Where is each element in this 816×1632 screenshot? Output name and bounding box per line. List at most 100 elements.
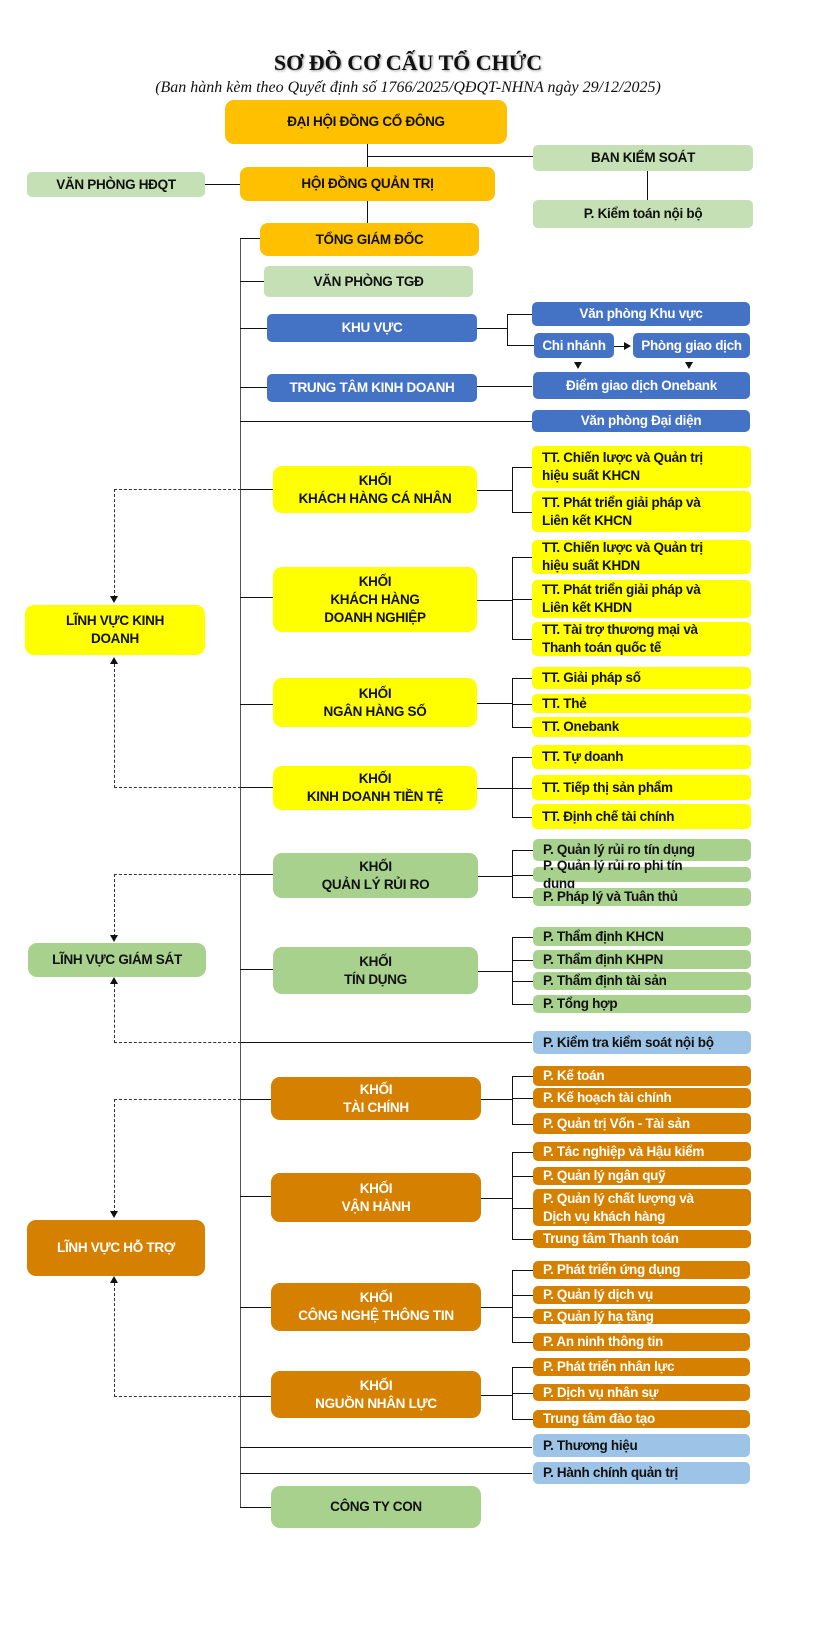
connector <box>367 156 533 158</box>
connector <box>478 970 512 972</box>
internal-control-box[interactable]: P. Kiểm tra kiểm soát nội bộ <box>533 1031 751 1054</box>
arrow-right-icon <box>624 342 631 350</box>
connector <box>507 345 534 347</box>
connector <box>512 1392 533 1394</box>
transaction-office-box[interactable]: Phòng giao dịch <box>633 333 750 358</box>
unit-box[interactable]: P. Tổng hợp <box>533 995 751 1013</box>
unit-box[interactable]: TT. Chiến lược và Quản trị hiệu suất KHC… <box>532 446 751 488</box>
unit-box[interactable]: P. Kế hoạch tài chính <box>533 1088 751 1108</box>
connector <box>512 850 533 852</box>
connector <box>240 787 273 789</box>
unit-box[interactable]: TT. Tiếp thị sản phẩm <box>532 775 751 800</box>
ceo-box[interactable]: TỔNG GIÁM ĐỐC <box>260 223 479 256</box>
unit-box[interactable]: TT. Phát triển giải pháp và Liên kết KHC… <box>532 491 751 532</box>
region-office-box[interactable]: Văn phòng Khu vực <box>532 302 750 326</box>
unit-box[interactable]: P. Quản trị Vốn - Tài sản <box>533 1113 751 1134</box>
unit-box[interactable]: P. Kế toán <box>533 1066 751 1086</box>
connector <box>512 1176 533 1178</box>
connector <box>512 1316 533 1318</box>
connector <box>240 1307 271 1309</box>
chart-title: SƠ ĐỒ CƠ CẤU TỔ CHỨC <box>273 50 543 75</box>
connector <box>240 489 273 491</box>
unit-box[interactable]: TT. Chiến lược và Quản trị hiệu suất KHD… <box>532 540 751 574</box>
unit-box[interactable]: P. Thẩm định KHPN <box>533 950 751 969</box>
unit-box[interactable]: P. Dịch vụ nhân sự <box>533 1384 750 1401</box>
unit-box[interactable]: P. Quản lý rủi ro phi tín dụng <box>533 858 751 891</box>
unit-box[interactable]: P. An ninh thông tin <box>533 1333 750 1351</box>
subsidiaries-box[interactable]: CÔNG TY CON <box>271 1486 481 1528</box>
block-box[interactable]: KHỐI VẬN HÀNH <box>271 1173 481 1222</box>
business-center-box[interactable]: TRUNG TÂM KINH DOANH <box>267 374 477 402</box>
unit-box[interactable]: TT. Tài trợ thương mại và Thanh toán quố… <box>532 622 751 656</box>
connector <box>240 1099 271 1101</box>
unit-box[interactable]: P. Thẩm định tài sản <box>533 972 751 990</box>
connector <box>240 387 267 389</box>
block-box[interactable]: KHỐI KHÁCH HÀNG CÁ NHÂN <box>273 466 477 513</box>
shareholders-box[interactable]: ĐẠI HỘI ĐỒNG CỔ ĐÔNG <box>225 100 507 144</box>
brand-dept-box[interactable]: P. Thương hiệu <box>533 1434 750 1457</box>
connector <box>205 184 241 186</box>
unit-box[interactable]: P. Quản lý chất lượng và Dịch vụ khách h… <box>533 1189 751 1226</box>
onebank-point-box[interactable]: Điểm giao dịch Onebank <box>533 372 750 399</box>
domain-business-box[interactable]: LĨNH VỰC KINH DOANH <box>25 605 205 655</box>
connector <box>512 467 514 512</box>
supervisory-board-box[interactable]: BAN KIỂM SOÁT <box>533 145 753 171</box>
internal-audit-box[interactable]: P. Kiểm toán nội bộ <box>533 200 753 228</box>
unit-box[interactable]: P. Pháp lý và Tuân thủ <box>533 888 751 906</box>
admin-dept-box[interactable]: P. Hành chính quản trị <box>533 1462 750 1484</box>
region-box[interactable]: KHU VỰC <box>267 314 477 342</box>
unit-box[interactable]: TT. Định chế tài chính <box>532 804 751 829</box>
block-box[interactable]: KHỐI QUẢN LÝ RỦI RO <box>273 853 478 898</box>
block-box[interactable]: KHỐI NGÂN HÀNG SỐ <box>273 678 477 727</box>
block-box[interactable]: KHỐI TÀI CHÍNH <box>271 1077 481 1120</box>
connector <box>478 875 512 877</box>
connector <box>240 328 267 330</box>
block-box[interactable]: KHỐI NGUỒN NHÂN LỰC <box>271 1371 481 1418</box>
connector <box>507 314 509 345</box>
connector <box>240 421 532 423</box>
unit-box[interactable]: P. Thẩm định KHCN <box>533 927 751 946</box>
ceo-office-box[interactable]: VĂN PHÒNG TGĐ <box>264 266 473 297</box>
board-box[interactable]: HỘI ĐỒNG QUẢN TRỊ <box>240 167 495 201</box>
unit-box[interactable]: TT. Tự doanh <box>532 745 751 769</box>
connector <box>512 757 514 817</box>
connector <box>477 328 507 330</box>
board-office-box[interactable]: VĂN PHÒNG HĐQT <box>27 172 205 197</box>
block-box[interactable]: KHỐI CÔNG NGHỆ THÔNG TIN <box>271 1283 481 1331</box>
block-box[interactable]: KHỐI KHÁCH HÀNG DOANH NGHIỆP <box>273 567 477 632</box>
unit-box[interactable]: Trung tâm Thanh toán <box>533 1230 751 1248</box>
domain-support-box[interactable]: LĨNH VỰC HỖ TRỢ <box>27 1220 205 1276</box>
block-box[interactable]: KHỐI KINH DOANH TIỀN TỆ <box>273 766 477 810</box>
arrow-up-icon <box>110 977 118 984</box>
connector <box>240 704 273 706</box>
connector <box>512 787 532 789</box>
block-box[interactable]: KHỐI TÍN DỤNG <box>273 947 478 994</box>
domain-supervision-box[interactable]: LĨNH VỰC GIÁM SÁT <box>28 943 206 977</box>
connector <box>512 678 532 680</box>
connector <box>507 314 532 316</box>
unit-box[interactable]: P. Phát triển nhân lực <box>533 1358 750 1376</box>
unit-box[interactable]: P. Quản lý rủi ro tín dụng <box>533 839 751 861</box>
connector <box>512 1270 533 1272</box>
branch-box[interactable]: Chi nhánh <box>534 333 614 358</box>
unit-box[interactable]: TT. Phát triển giải pháp và Liên kết KHD… <box>532 580 751 618</box>
unit-box[interactable]: TT. Thẻ <box>532 694 751 713</box>
connector <box>512 1419 533 1421</box>
connector <box>240 1447 532 1449</box>
unit-box[interactable]: TT. Onebank <box>532 717 751 737</box>
connector <box>240 281 264 283</box>
unit-box[interactable]: P. Quản lý dịch vụ <box>533 1286 750 1304</box>
unit-box[interactable]: P. Quản lý hạ tầng <box>533 1309 750 1324</box>
unit-box[interactable]: P. Quản lý ngân quỹ <box>533 1167 751 1185</box>
connector <box>512 1151 514 1239</box>
rep-office-box[interactable]: Văn phòng Đại diện <box>532 410 750 432</box>
unit-box[interactable]: Trung tâm đào tạo <box>533 1410 750 1428</box>
connector <box>477 489 512 491</box>
connector <box>477 386 532 388</box>
connector <box>240 1473 532 1475</box>
unit-box[interactable]: P. Phát triển ứng dụng <box>533 1261 750 1279</box>
unit-box[interactable]: TT. Giải pháp số <box>532 667 751 689</box>
connector <box>512 1295 533 1297</box>
unit-box[interactable]: P. Tác nghiệp và Hậu kiểm <box>533 1142 751 1161</box>
